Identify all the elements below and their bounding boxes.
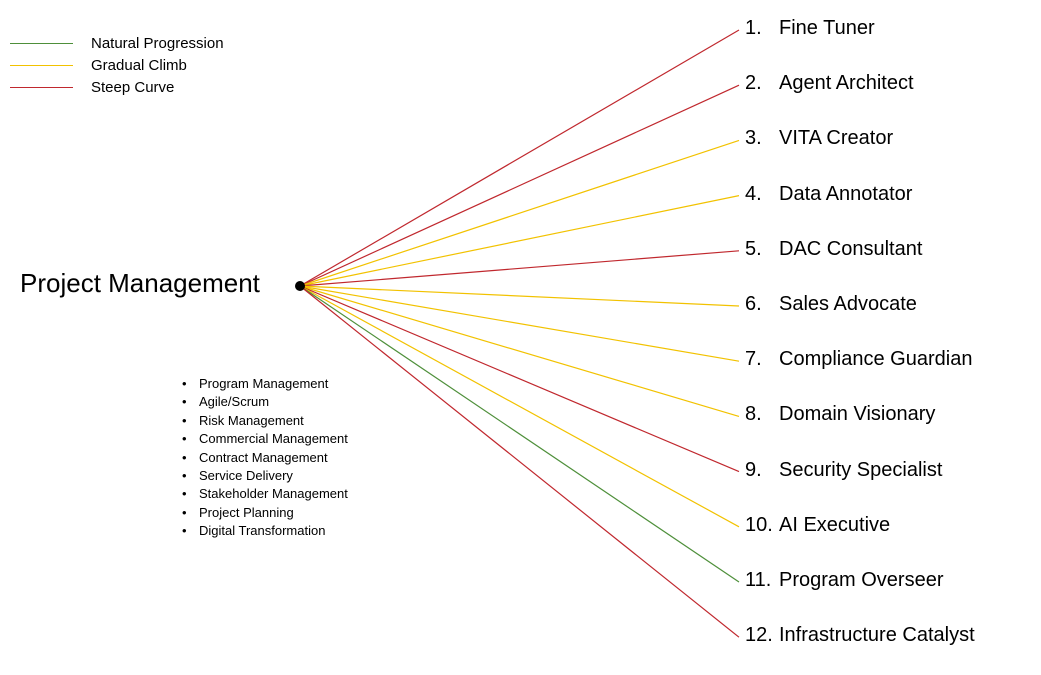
role-item-program-overseer: 11. Program Overseer [745, 565, 975, 620]
role-number: 4. [745, 182, 762, 205]
connector-line [299, 195, 740, 287]
role-number: 3. [745, 127, 762, 150]
legend-label: Natural Progression [91, 35, 224, 52]
skill-item: Service Delivery [180, 467, 348, 486]
role-number: 6. [745, 292, 762, 315]
legend-item-steep-curve: Steep Curve [10, 77, 270, 99]
role-item-sales-advocate: 6. Sales Advocate [745, 289, 975, 344]
connector-line [299, 285, 740, 528]
role-number: 7. [745, 348, 762, 371]
legend-swatch-green [10, 43, 73, 44]
role-name: VITA Creator [779, 127, 894, 150]
connector-line [299, 250, 740, 287]
connector-line [299, 285, 740, 638]
connector-line [299, 84, 740, 287]
role-item-data-annotator: 4. Data Annotator [745, 179, 975, 234]
skill-item: Commercial Management [180, 430, 348, 449]
skill-item: Program Management [180, 375, 348, 394]
connector-line [299, 139, 740, 287]
role-number: 10. [745, 513, 773, 536]
role-name: DAC Consultant [779, 237, 923, 260]
role-number: 2. [745, 72, 762, 95]
role-number: 5. [745, 237, 762, 260]
roles-list: 1. Fine Tuner 2. Agent Architect 3. VITA Cr… [745, 13, 975, 675]
legend-swatch-yellow [10, 65, 73, 66]
role-number: 1. [745, 17, 762, 39]
skills-list: Program Management Agile/Scrum Risk Mana… [180, 375, 348, 541]
source-node [295, 281, 305, 291]
skill-item: Stakeholder Management [180, 485, 348, 504]
role-item-ai-executive: 10. AI Executive [745, 510, 975, 565]
legend-swatch-red [10, 87, 73, 88]
role-name: AI Executive [779, 513, 891, 536]
connector-line [299, 285, 740, 583]
role-name: Data Annotator [779, 182, 913, 205]
role-item-security-specialist: 9. Security Specialist [745, 455, 975, 510]
legend-label: Gradual Climb [91, 57, 187, 74]
role-number: 9. [745, 458, 762, 481]
legend-label: Steep Curve [91, 79, 175, 96]
role-name: Security Specialist [779, 458, 943, 481]
role-name: Infrastructure Catalyst [779, 624, 975, 647]
role-name: Fine Tuner [779, 17, 875, 39]
role-item-agent-architect: 2. Agent Architect [745, 68, 975, 123]
role-name: Agent Architect [779, 72, 914, 95]
role-item-domain-visionary: 8. Domain Visionary [745, 399, 975, 454]
role-item-vita-creator: 3. VITA Creator [745, 123, 975, 178]
connector-line [299, 29, 740, 287]
legend-item-gradual-climb: Gradual Climb [10, 55, 270, 77]
connector-line [299, 285, 740, 362]
role-number: 12. [745, 624, 773, 647]
skill-item: Agile/Scrum [180, 393, 348, 412]
role-item-fine-tuner: 1. Fine Tuner [745, 13, 975, 68]
role-name: Program Overseer [779, 568, 944, 591]
skill-item: Contract Management [180, 449, 348, 468]
role-item-compliance-guardian: 7. Compliance Guardian [745, 344, 975, 399]
skill-item: Digital Transformation [180, 522, 348, 541]
role-number: 8. [745, 403, 762, 426]
connector-line [299, 285, 740, 417]
role-name: Domain Visionary [779, 403, 936, 426]
role-name: Compliance Guardian [779, 348, 973, 371]
legend-item-natural-progression: Natural Progression [10, 33, 270, 55]
source-label: Project Management [20, 268, 260, 298]
skill-item: Risk Management [180, 412, 348, 431]
connector-line [299, 285, 740, 307]
legend: Natural Progression Gradual Climb Steep … [10, 33, 270, 99]
skill-item: Project Planning [180, 504, 348, 523]
role-name: Sales Advocate [779, 292, 917, 315]
connector-line [299, 285, 740, 473]
role-item-dac-consultant: 5. DAC Consultant [745, 234, 975, 289]
role-number: 11. [745, 568, 772, 591]
role-item-infrastructure-catalyst: 12. Infrastructure Catalyst [745, 620, 975, 675]
